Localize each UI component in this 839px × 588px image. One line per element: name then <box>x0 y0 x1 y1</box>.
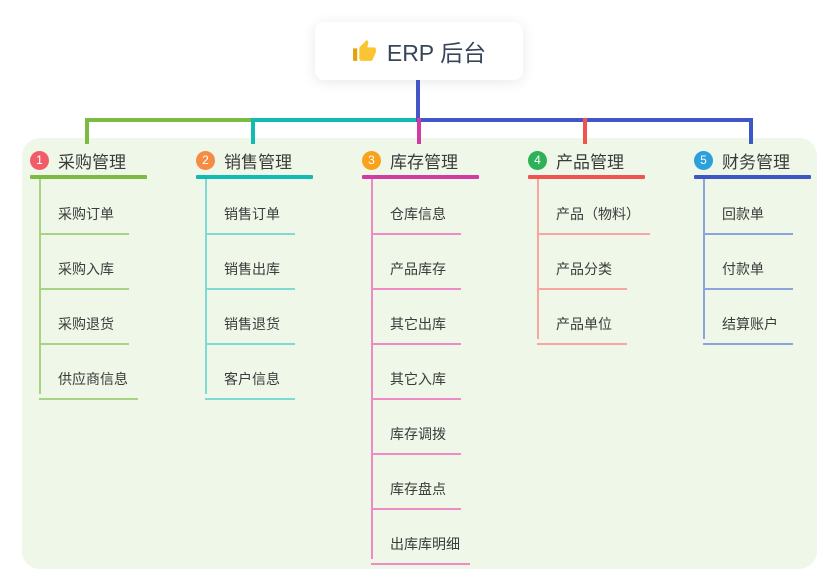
branch-drop-line <box>749 118 753 144</box>
child-label: 客户信息 <box>205 369 295 400</box>
child-node[interactable]: 销售出库 <box>205 259 295 290</box>
child-label: 产品（物料） <box>537 204 650 235</box>
root-label: ERP 后台 <box>386 40 487 66</box>
branch-label: 产品管理 <box>556 152 624 172</box>
child-label: 其它入库 <box>371 369 461 400</box>
connector-bus-left <box>85 118 253 122</box>
child-node[interactable]: 其它入库 <box>371 369 461 400</box>
child-node[interactable]: 采购入库 <box>39 259 129 290</box>
child-node[interactable]: 结算账户 <box>703 314 793 345</box>
child-node[interactable]: 采购退货 <box>39 314 129 345</box>
child-node[interactable]: 产品（物料） <box>537 204 650 235</box>
connector-bus-mid <box>253 118 420 122</box>
child-node[interactable]: 其它出库 <box>371 314 461 345</box>
branch-label: 销售管理 <box>224 152 292 172</box>
child-label: 采购退货 <box>39 314 129 345</box>
child-label: 销售订单 <box>205 204 295 235</box>
thumbs-up-icon <box>352 39 377 64</box>
child-label: 回款单 <box>703 204 793 235</box>
child-node[interactable]: 产品单位 <box>537 314 627 345</box>
branch-label: 财务管理 <box>722 152 790 172</box>
branch-badge: 1 <box>30 150 49 170</box>
child-node[interactable]: 库存调拨 <box>371 424 461 455</box>
child-label: 产品库存 <box>371 259 461 290</box>
child-node[interactable]: 供应商信息 <box>39 369 138 400</box>
branch-trunk-line <box>703 179 705 339</box>
branch-badge: 4 <box>528 150 547 170</box>
branch-trunk-line <box>371 179 373 559</box>
root-connector-line <box>416 80 420 120</box>
branch-badge: 3 <box>362 150 381 170</box>
branch-header-2[interactable]: 2 销售管理 <box>196 148 292 172</box>
branch-underline <box>362 175 479 179</box>
child-label: 出库库明细 <box>371 534 470 565</box>
branch-trunk-line <box>205 179 207 394</box>
child-label: 销售出库 <box>205 259 295 290</box>
child-node[interactable]: 产品分类 <box>537 259 627 290</box>
branch-underline <box>528 175 645 179</box>
branch-header-3[interactable]: 3 库存管理 <box>362 148 458 172</box>
child-node[interactable]: 产品库存 <box>371 259 461 290</box>
child-node[interactable]: 库存盘点 <box>371 479 461 510</box>
branch-trunk-line <box>39 179 41 394</box>
branches-panel <box>22 138 817 569</box>
branch-drop-line <box>251 118 255 144</box>
branch-header-1[interactable]: 1 采购管理 <box>30 148 126 172</box>
child-node[interactable]: 销售订单 <box>205 204 295 235</box>
child-label: 仓库信息 <box>371 204 461 235</box>
branch-trunk-line <box>537 179 539 339</box>
child-node[interactable]: 付款单 <box>703 259 793 290</box>
child-label: 付款单 <box>703 259 793 290</box>
branch-underline <box>694 175 811 179</box>
child-label: 产品分类 <box>537 259 627 290</box>
branch-underline <box>30 175 147 179</box>
child-node[interactable]: 采购订单 <box>39 204 129 235</box>
child-label: 库存盘点 <box>371 479 461 510</box>
branch-drop-line <box>583 118 587 144</box>
branch-badge: 2 <box>196 150 215 170</box>
child-label: 供应商信息 <box>39 369 138 400</box>
child-node[interactable]: 出库库明细 <box>371 534 470 565</box>
child-label: 销售退货 <box>205 314 295 345</box>
root-node[interactable]: ERP 后台 <box>315 22 523 80</box>
child-label: 产品单位 <box>537 314 627 345</box>
branch-label: 采购管理 <box>58 152 126 172</box>
branch-header-5[interactable]: 5 财务管理 <box>694 148 790 172</box>
child-node[interactable]: 回款单 <box>703 204 793 235</box>
child-label: 采购订单 <box>39 204 129 235</box>
child-label: 采购入库 <box>39 259 129 290</box>
child-node[interactable]: 销售退货 <box>205 314 295 345</box>
branch-underline <box>196 175 313 179</box>
branch-label: 库存管理 <box>390 152 458 172</box>
child-node[interactable]: 仓库信息 <box>371 204 461 235</box>
branch-drop-line <box>417 118 421 144</box>
child-label: 结算账户 <box>703 314 793 345</box>
branch-header-4[interactable]: 4 产品管理 <box>528 148 624 172</box>
branch-drop-line <box>85 118 89 144</box>
branch-badge: 5 <box>694 150 713 170</box>
child-node[interactable]: 客户信息 <box>205 369 295 400</box>
child-label: 库存调拨 <box>371 424 461 455</box>
child-label: 其它出库 <box>371 314 461 345</box>
